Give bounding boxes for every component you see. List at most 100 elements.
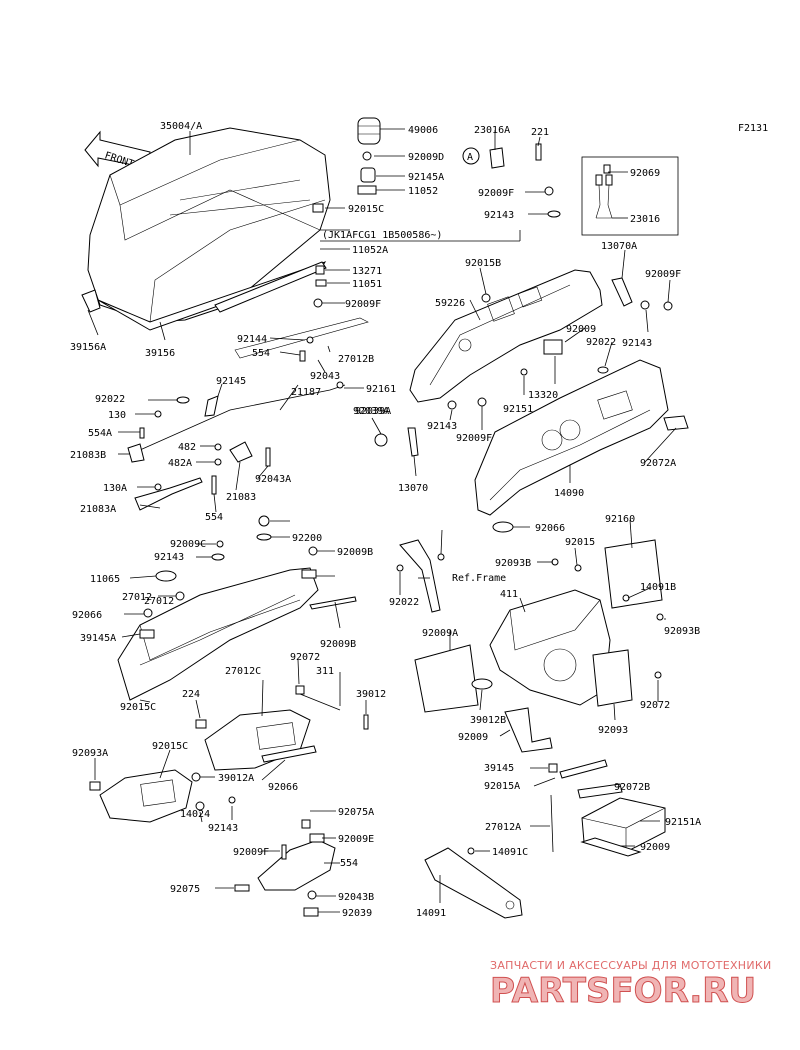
tray-14091c xyxy=(257,839,336,891)
spring-92145a xyxy=(360,167,376,183)
grommet-92015b xyxy=(481,293,491,303)
part-label: 92143 xyxy=(427,421,457,432)
part-label: 21083 xyxy=(226,492,256,503)
part-label: 92009B xyxy=(320,639,356,650)
part-label: 27012A xyxy=(485,822,521,833)
screw-92009-a xyxy=(654,671,662,679)
part-label: 411 xyxy=(500,589,518,600)
part-label: 92072A xyxy=(640,458,676,469)
screw-130 xyxy=(154,410,162,418)
part-label: 92151A xyxy=(665,817,701,828)
ref-a-marker-1: A xyxy=(462,147,480,165)
part-label: 92009F xyxy=(478,188,514,199)
bracket-14091b xyxy=(489,589,611,706)
washer-92143-d xyxy=(211,553,225,561)
screw-92009f-d xyxy=(477,397,487,407)
part-label: 92015C xyxy=(152,741,188,752)
part-label: 27012 xyxy=(122,592,152,603)
part-label: 92145 xyxy=(216,376,246,387)
grommet-92160 xyxy=(492,521,514,533)
part-label: 11065 xyxy=(90,574,120,585)
part-label: 92145A xyxy=(408,172,444,183)
bolt-224 xyxy=(363,714,369,730)
clip-13271 xyxy=(315,265,325,275)
part-label: 39012B xyxy=(470,715,506,726)
part-label: 39012A xyxy=(218,773,254,784)
screw-92009-b xyxy=(467,847,475,855)
cable-27012b xyxy=(234,317,369,359)
part-label: 221 xyxy=(531,127,549,138)
cover-14091a xyxy=(424,847,523,919)
part-label: 92160 xyxy=(605,514,635,525)
part-label: 92143 xyxy=(484,210,514,221)
part-label: 92015A xyxy=(484,781,520,792)
part-label: 92009A xyxy=(422,628,458,639)
washer-482a xyxy=(214,458,222,466)
bracket-14091 xyxy=(303,907,319,917)
panel-92093b-a xyxy=(414,644,479,713)
part-label: 39156A xyxy=(70,342,106,353)
part-label: 39145 xyxy=(484,763,514,774)
part-label: 92043B xyxy=(338,892,374,903)
washer-92143-a xyxy=(547,210,561,218)
figure-code: F2131 xyxy=(738,123,768,134)
part-label: 92093B xyxy=(664,626,700,637)
part-label: 92022 xyxy=(95,394,125,405)
strip-39145a xyxy=(309,596,357,610)
bracket-13070a xyxy=(611,277,633,307)
part-label: 14024 xyxy=(180,809,210,820)
part-label: 92075 xyxy=(170,884,200,895)
part-label: 92066 xyxy=(268,782,298,793)
grommet-92072-b xyxy=(471,678,493,690)
part-label: 92009D xyxy=(408,152,444,163)
part-label: 92075A xyxy=(338,807,374,818)
spring-92145 xyxy=(204,395,219,417)
part-label: 14091C xyxy=(492,847,528,858)
part-label: 130 xyxy=(108,410,126,421)
part-label: 49006 xyxy=(408,125,438,136)
pin-554-a xyxy=(299,350,306,362)
storage-lid xyxy=(87,127,331,323)
part-label: 92066 xyxy=(535,523,565,534)
grommet-92072a xyxy=(663,415,689,431)
part-label: 554 xyxy=(252,348,270,359)
part-label: 13320 xyxy=(528,390,558,401)
knob-92039a-b xyxy=(258,515,270,527)
part-label: 92009E xyxy=(338,834,374,845)
part-label: 92009F xyxy=(456,433,492,444)
screw-92009f-a xyxy=(313,298,323,308)
leader-lines xyxy=(87,128,677,913)
lever-21083b xyxy=(127,443,145,463)
panel-14090 xyxy=(474,359,669,516)
part-label: 14091B xyxy=(640,582,676,593)
part-label: 35004/A xyxy=(160,121,202,132)
strap-92072b xyxy=(559,759,608,779)
watermark-text: ЗАПЧАСТИ И АКСЕССУАРЫ ДЛЯ МОТОТЕХНИКИ xyxy=(490,959,772,972)
pin-554a xyxy=(139,427,145,439)
svg-text:A: A xyxy=(467,152,473,163)
part-label: 224 xyxy=(182,689,200,700)
part-label: 92009 xyxy=(458,732,488,743)
part-label: 92151 xyxy=(503,404,533,415)
grommet-92072 xyxy=(656,613,664,621)
washer-92143-e xyxy=(195,801,205,811)
knob-92039 xyxy=(307,890,317,900)
nut-92015c xyxy=(312,203,324,213)
cable-end-27012 xyxy=(301,569,317,579)
part-label: 92009 xyxy=(566,324,596,335)
bolt-92151a xyxy=(550,794,554,853)
ref-frame-label: Ref.Frame xyxy=(452,573,506,584)
part-label: 14090 xyxy=(554,488,584,499)
harness-box xyxy=(581,156,679,236)
screw-92009a xyxy=(622,594,630,602)
part-label: 92015 xyxy=(565,537,595,548)
part-label: 92009 xyxy=(640,842,670,853)
clip-11051 xyxy=(315,279,327,287)
part-label: 482 xyxy=(178,442,196,453)
part-label: 27012 xyxy=(144,596,174,607)
part-label: 92043A xyxy=(255,474,291,485)
part-label: 92009F xyxy=(233,847,269,858)
latch-11065 xyxy=(155,570,177,582)
screw-92009f-c xyxy=(663,301,673,311)
